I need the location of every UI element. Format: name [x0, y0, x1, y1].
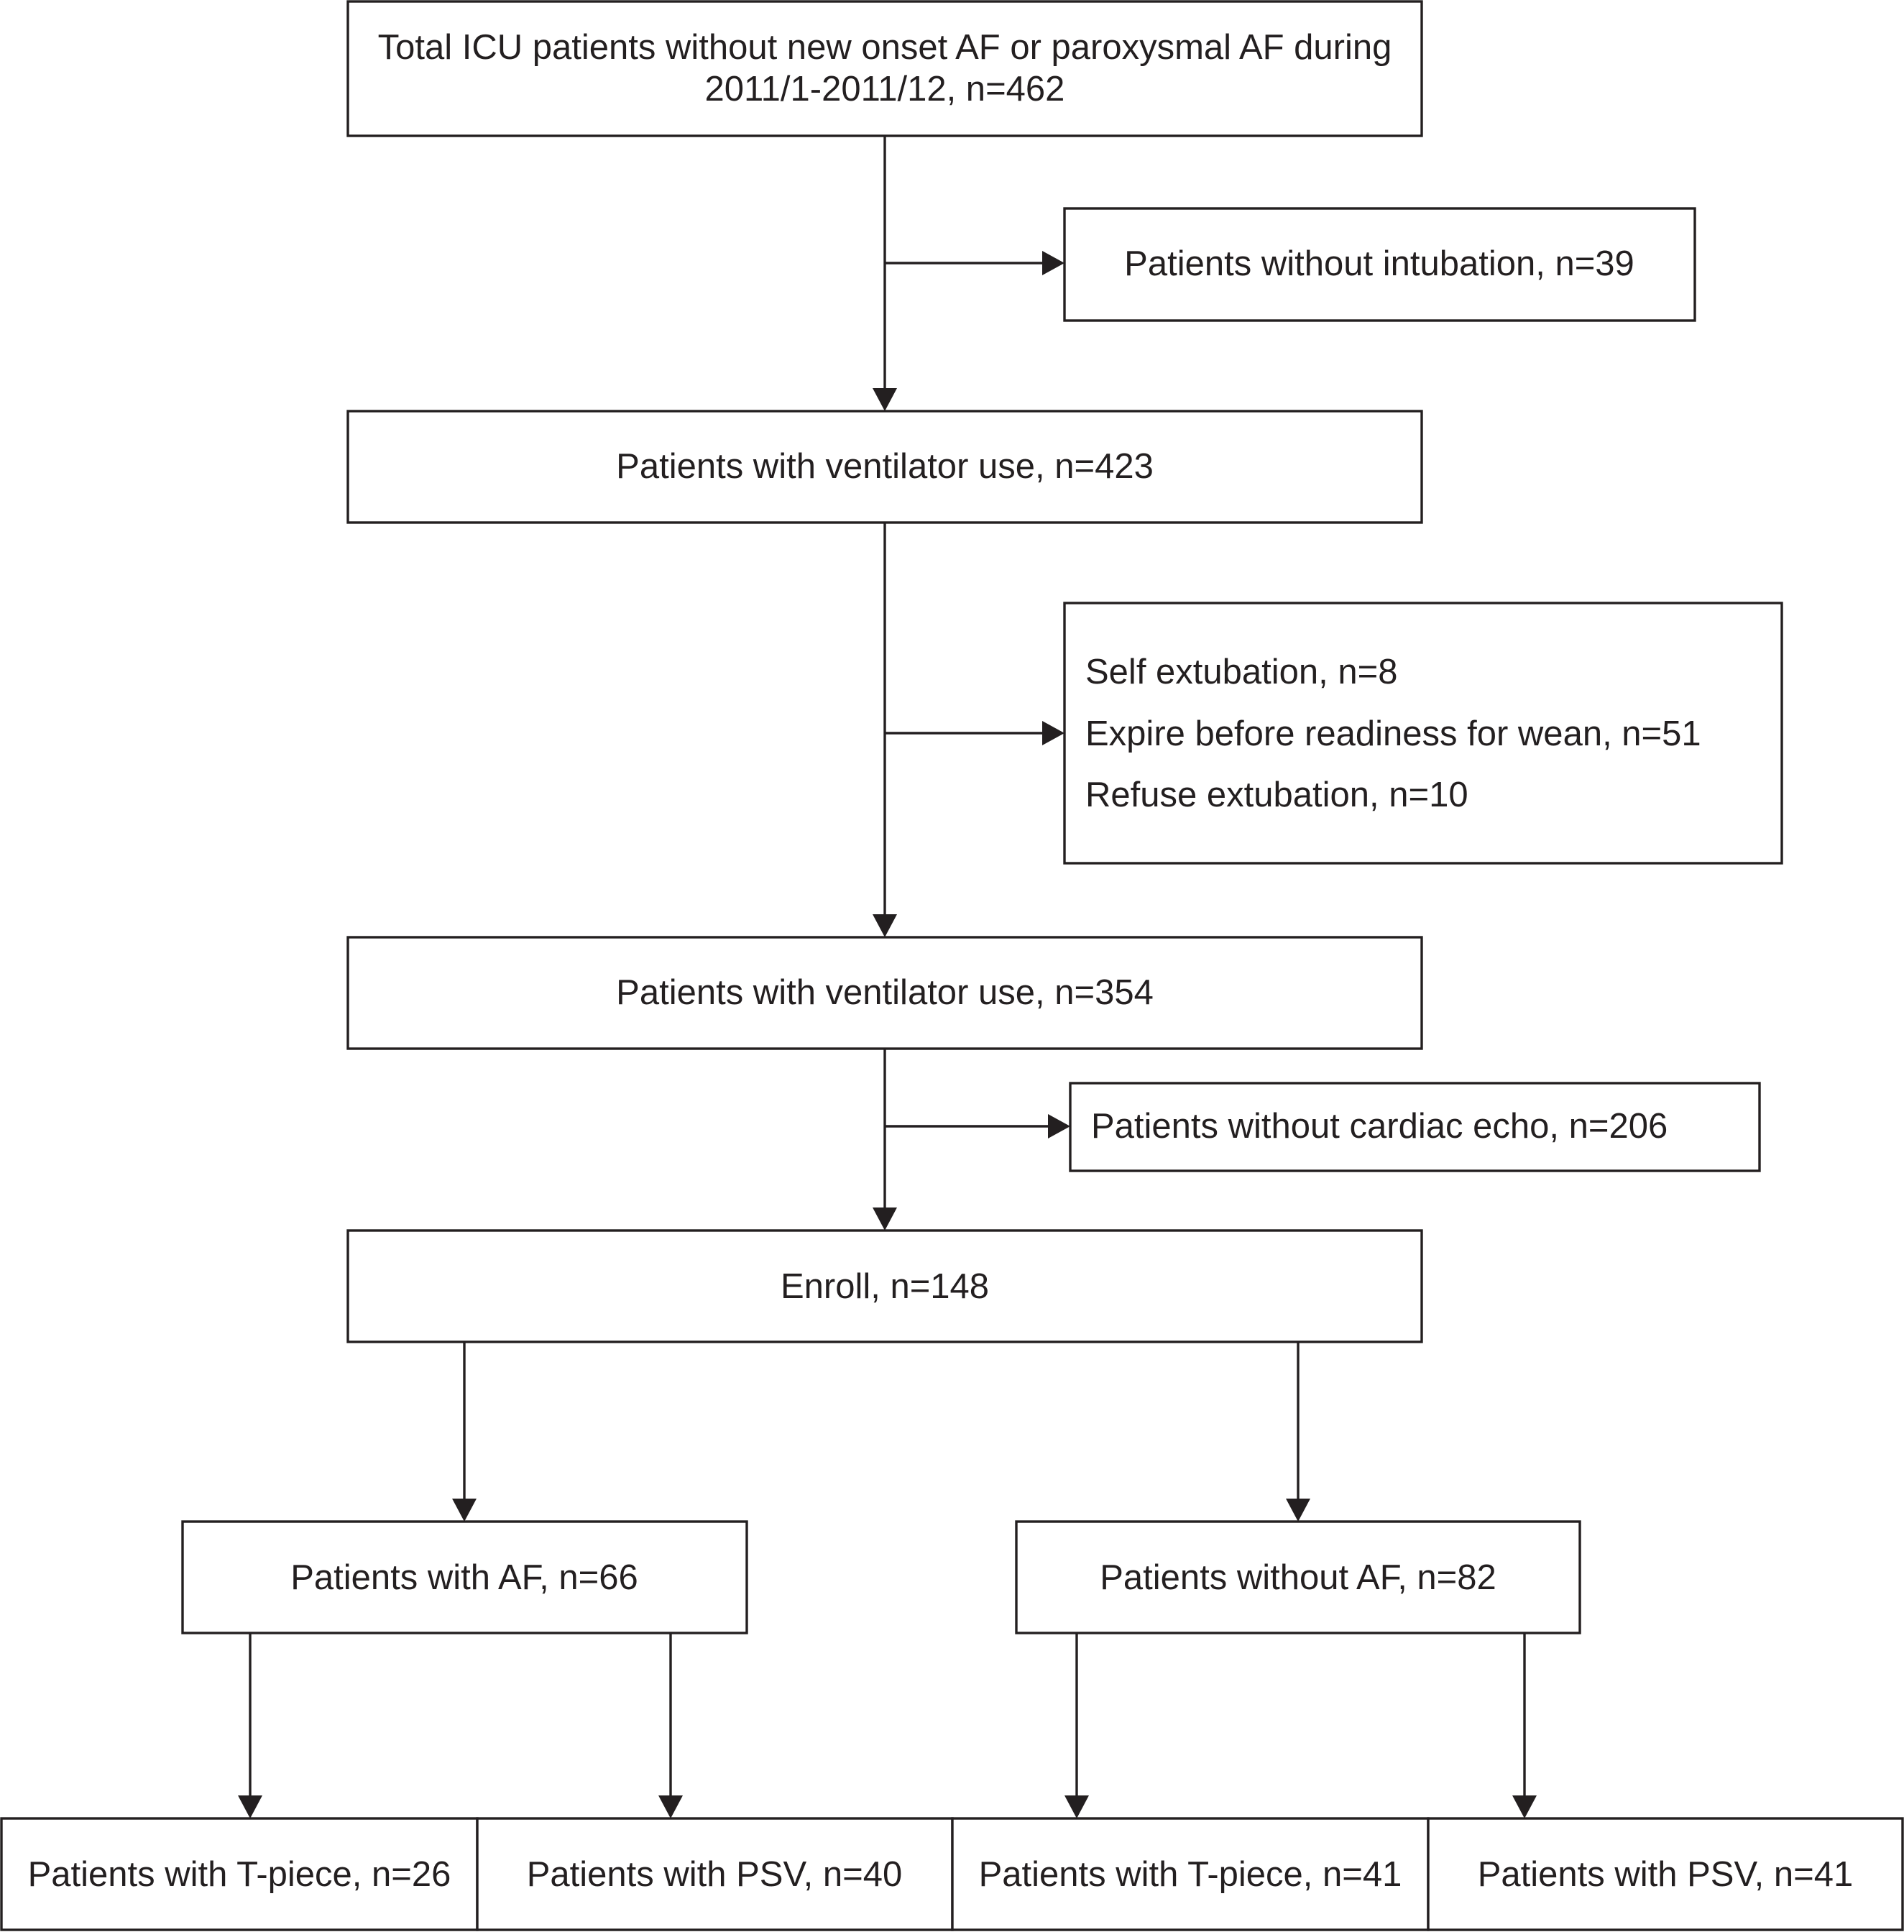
ventilator-use-423-box: Patients with ventilator use, n=423 — [346, 410, 1423, 524]
total-icu-patients-line2: 2011/1-2011/12, n=462 — [705, 70, 1065, 109]
noaf-tpiece-label: Patients with T-piece, n=41 — [979, 1855, 1402, 1894]
total-icu-patients-box: Total ICU patients without new onset AF … — [346, 0, 1423, 137]
wean-exclusions-box: Self extubation, n=8 Expire before readi… — [1063, 602, 1783, 865]
arrowhead-down-enroll — [873, 1208, 897, 1230]
total-icu-patients-line1: Total ICU patients without new onset AF … — [378, 28, 1392, 67]
with-af-label: Patients with AF, n=66 — [290, 1558, 638, 1597]
af-tpiece-box: Patients with T-piece, n=26 — [0, 1817, 479, 1931]
enroll-label: Enroll, n=148 — [781, 1267, 989, 1306]
arrowhead-down-with-af — [452, 1499, 477, 1522]
without-af-box: Patients without AF, n=82 — [1015, 1520, 1581, 1634]
arrowhead-down-noaf-psv — [1512, 1795, 1537, 1818]
with-af-box: Patients with AF, n=66 — [181, 1520, 748, 1634]
ventilator-use-354-label: Patients with ventilator use, n=354 — [616, 973, 1154, 1012]
refuse-extubation-label: Refuse extubation, n=10 — [1085, 776, 1468, 814]
arrowhead-down-af-tpiece — [238, 1795, 262, 1818]
af-psv-box: Patients with PSV, n=40 — [476, 1817, 954, 1931]
expire-before-wean-label: Expire before readiness for wean, n=51 — [1085, 714, 1701, 753]
without-af-label: Patients without AF, n=82 — [1100, 1558, 1496, 1597]
arrowhead-right-intubation — [1042, 251, 1064, 275]
noaf-tpiece-box: Patients with T-piece, n=41 — [951, 1817, 1430, 1931]
without-cardiac-echo-label: Patients without cardiac echo, n=206 — [1091, 1107, 1668, 1146]
noaf-psv-label: Patients with PSV, n=41 — [1478, 1855, 1854, 1894]
enroll-box: Enroll, n=148 — [346, 1229, 1423, 1343]
without-cardiac-echo-box: Patients without cardiac echo, n=206 — [1069, 1082, 1761, 1172]
arrowhead-down-354 — [873, 914, 897, 937]
af-tpiece-label: Patients with T-piece, n=26 — [28, 1855, 451, 1894]
self-extubation-label: Self extubation, n=8 — [1085, 653, 1398, 691]
arrowhead-right-wean — [1042, 721, 1064, 745]
arrowhead-down-noaf-tpiece — [1064, 1795, 1089, 1818]
arrowhead-down-af-psv — [658, 1795, 683, 1818]
ventilator-use-423-label: Patients with ventilator use, n=423 — [616, 447, 1154, 486]
arrowhead-right-echo — [1048, 1114, 1070, 1138]
arrowhead-down-without-af — [1286, 1499, 1310, 1522]
af-psv-label: Patients with PSV, n=40 — [527, 1855, 903, 1894]
without-intubation-label: Patients without intubation, n=39 — [1124, 244, 1634, 283]
noaf-psv-box: Patients with PSV, n=41 — [1427, 1817, 1904, 1931]
ventilator-use-354-box: Patients with ventilator use, n=354 — [346, 936, 1423, 1050]
arrowhead-down-423 — [873, 388, 897, 411]
without-intubation-box: Patients without intubation, n=39 — [1063, 207, 1696, 322]
